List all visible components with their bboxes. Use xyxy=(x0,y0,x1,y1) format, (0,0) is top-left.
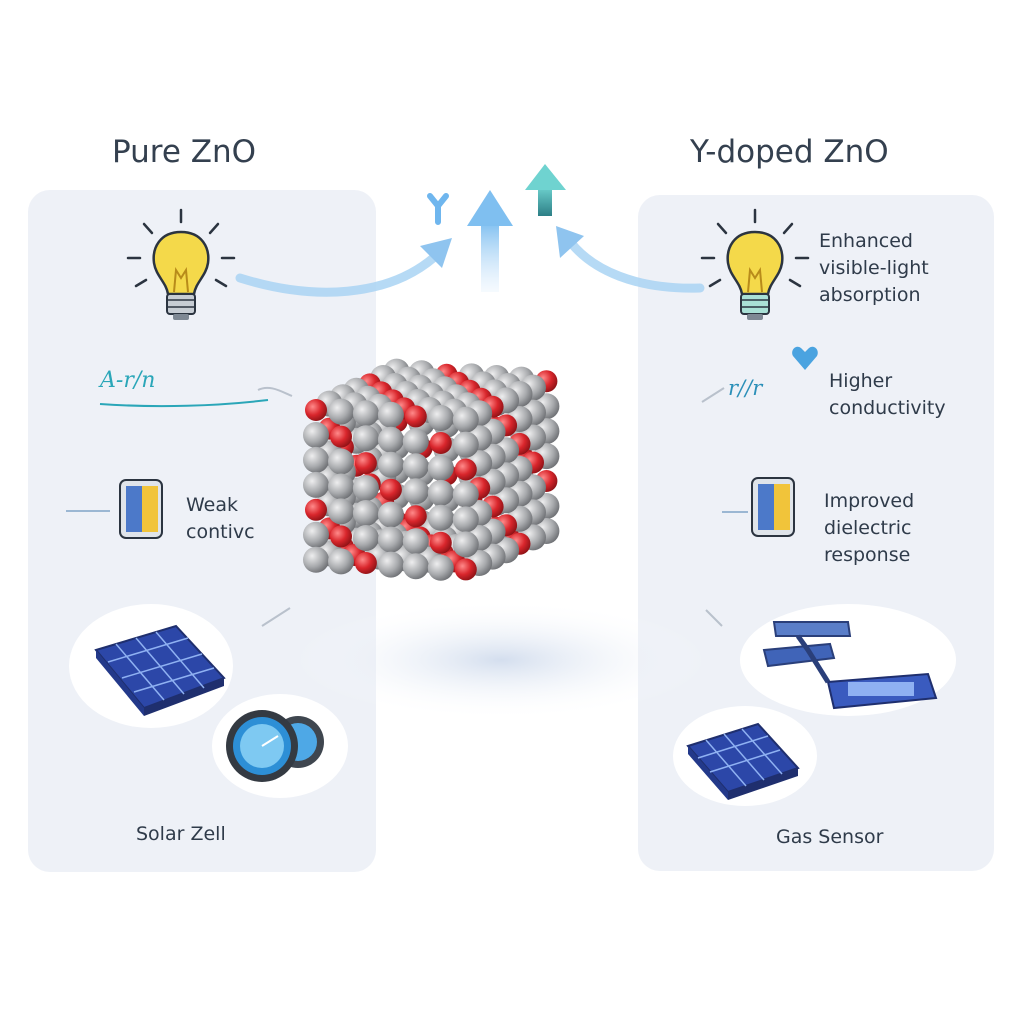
oxygen-atom xyxy=(354,452,377,475)
heart-icon xyxy=(792,346,818,370)
zinc-atom xyxy=(352,525,379,551)
zinc-atom xyxy=(377,426,404,453)
curved-arrow-right-head xyxy=(556,226,584,258)
oxygen-atom xyxy=(404,405,427,428)
oxygen-atom xyxy=(354,552,377,574)
gauge-icon xyxy=(212,694,348,798)
zinc-atom xyxy=(427,454,454,481)
zinc-atom xyxy=(452,531,479,558)
zinc-atom xyxy=(427,405,454,431)
zinc-atom xyxy=(402,428,429,455)
lightbulb-icon xyxy=(126,208,236,320)
zinc-atom xyxy=(452,406,479,433)
zinc-atom xyxy=(402,478,429,505)
zinc-atom xyxy=(377,551,404,578)
zinc-atom xyxy=(352,475,379,502)
zinc-atom xyxy=(427,554,454,581)
conductivity-scribble-left: A-r/n xyxy=(100,368,156,393)
capacitor-icon xyxy=(119,479,163,539)
gas-sensor-label: Gas Sensor xyxy=(776,826,884,848)
curved-arrow-right xyxy=(561,231,705,293)
gas-sensor-icon xyxy=(740,604,956,716)
up-arrow-icon xyxy=(467,190,513,292)
curved-arrow-left xyxy=(235,247,445,297)
crystal-lattice xyxy=(291,358,711,720)
zinc-atom xyxy=(402,528,429,555)
zinc-atom xyxy=(427,479,454,506)
zinc-atom xyxy=(427,504,454,531)
teal-up-arrow-icon xyxy=(525,164,566,216)
pure-zno-title: Pure ZnO xyxy=(112,134,257,170)
zinc-atom xyxy=(352,400,379,427)
oxygen-atom xyxy=(454,558,477,581)
oxygen-atom xyxy=(404,505,427,528)
oxygen-atom xyxy=(379,478,402,501)
oxygen-atom xyxy=(330,525,352,548)
lightbulb-icon xyxy=(700,208,810,320)
zinc-atom xyxy=(328,398,354,425)
zinc-atom xyxy=(377,501,404,528)
zinc-atom xyxy=(328,498,354,525)
solar-cell-icon xyxy=(69,604,233,728)
conductivity-scribble-right: r//r xyxy=(728,376,763,400)
zinc-atom xyxy=(328,548,354,575)
zinc-atom xyxy=(377,401,404,428)
zinc-atom xyxy=(303,471,329,498)
scribble-underline xyxy=(99,399,269,408)
oxygen-atom xyxy=(305,498,327,521)
zinc-atom xyxy=(328,473,354,500)
zinc-atom xyxy=(377,451,404,478)
higher-conductivity-label: Higher conductivity xyxy=(829,370,946,419)
improved-dielectric-label: Improved dielectric response xyxy=(824,490,915,566)
zinc-atom xyxy=(303,521,329,548)
solar-cell-icon xyxy=(673,706,817,806)
curved-arrow-left-head xyxy=(420,238,452,268)
zinc-atom xyxy=(303,546,329,573)
small-y-arrow xyxy=(427,193,449,225)
oxygen-atom xyxy=(429,432,452,454)
zinc-atom xyxy=(452,506,479,533)
zinc-atom xyxy=(303,446,329,473)
enhanced-absorption-label: Enhanced visible-light absorption xyxy=(819,230,929,306)
oxygen-atom xyxy=(330,425,352,448)
zinc-atom xyxy=(352,425,379,452)
zinc-atom xyxy=(402,553,429,580)
zinc-atom xyxy=(402,453,429,480)
oxygen-atom xyxy=(429,531,452,554)
zinc-atom xyxy=(303,422,329,448)
zinc-atom xyxy=(352,500,379,526)
weak-conductivity-label: Weak contivc xyxy=(186,494,255,543)
solar-cell-label: Solar Zell xyxy=(136,823,226,845)
zinc-atom xyxy=(377,526,404,553)
capacitor-icon xyxy=(751,477,795,537)
oxygen-atom xyxy=(305,399,327,421)
y-doped-zno-title: Y-doped ZnO xyxy=(690,134,889,170)
zinc-atom xyxy=(452,431,479,458)
oxygen-atom xyxy=(454,458,477,481)
zinc-atom xyxy=(328,448,354,475)
zinc-atom xyxy=(452,481,479,508)
